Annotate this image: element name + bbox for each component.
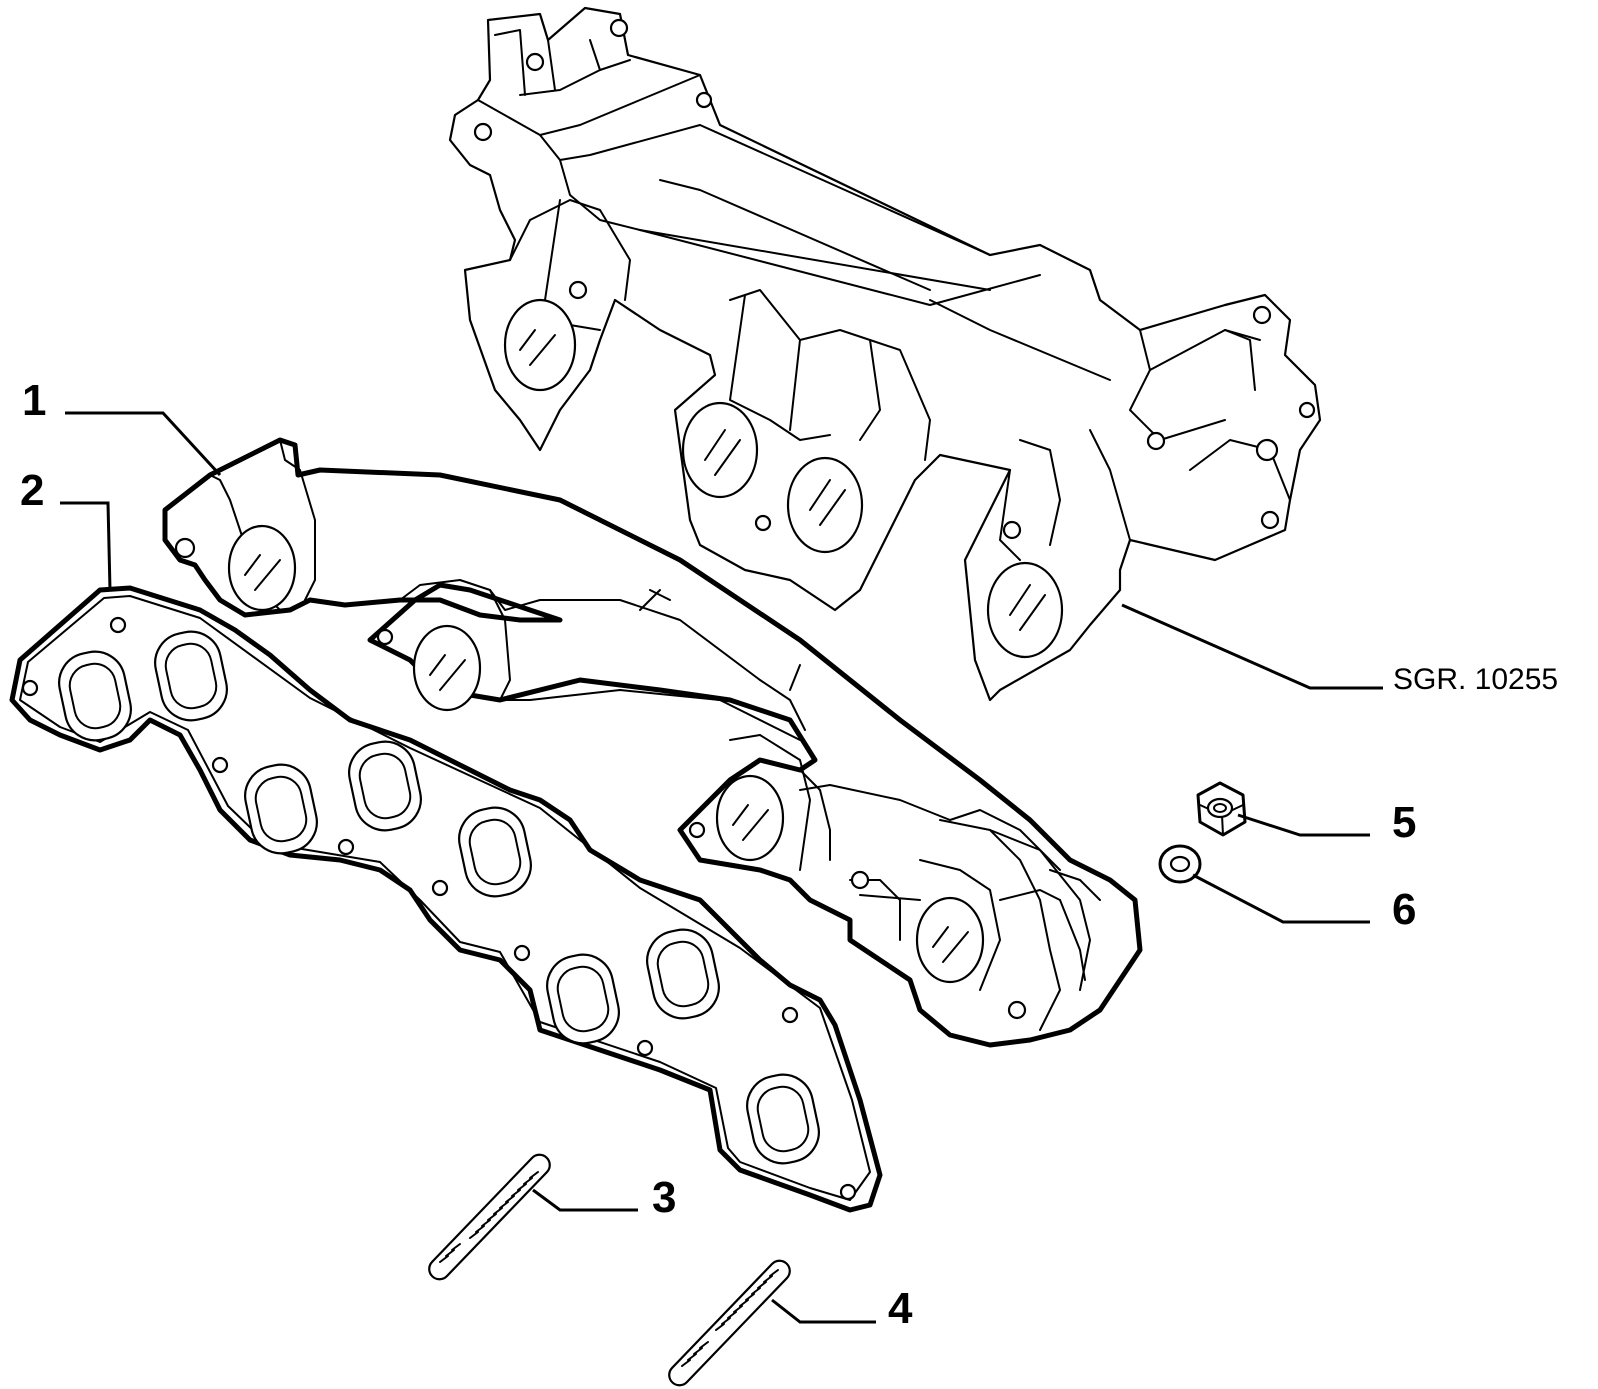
intake-manifold bbox=[448, 6, 1322, 702]
reference-label: SGR. 10255 bbox=[1393, 663, 1558, 696]
exhaust-manifold bbox=[162, 437, 1143, 1048]
flat-washer bbox=[1158, 844, 1202, 884]
leader-5 bbox=[1237, 813, 1370, 837]
callout-5: 5 bbox=[1392, 798, 1416, 847]
callout-1: 1 bbox=[22, 376, 46, 425]
stud-4 bbox=[668, 1259, 791, 1387]
leader-1 bbox=[65, 411, 222, 477]
callout-3: 3 bbox=[652, 1173, 676, 1222]
leader-2 bbox=[60, 501, 112, 591]
leader-3 bbox=[532, 1188, 638, 1212]
callout-4: 4 bbox=[888, 1284, 913, 1333]
callout-6: 6 bbox=[1392, 885, 1416, 934]
callout-labels: 1 2 3 4 5 6 SGR. 10255 bbox=[20, 376, 1558, 1333]
leader-6 bbox=[1192, 873, 1370, 924]
leader-4 bbox=[771, 1298, 876, 1324]
hex-nut bbox=[1196, 781, 1247, 837]
leader-lines bbox=[60, 411, 1383, 1324]
callout-2: 2 bbox=[20, 466, 44, 515]
exhaust-gasket bbox=[9, 585, 883, 1213]
leader-ref bbox=[1121, 603, 1383, 690]
stud-3 bbox=[428, 1153, 551, 1281]
